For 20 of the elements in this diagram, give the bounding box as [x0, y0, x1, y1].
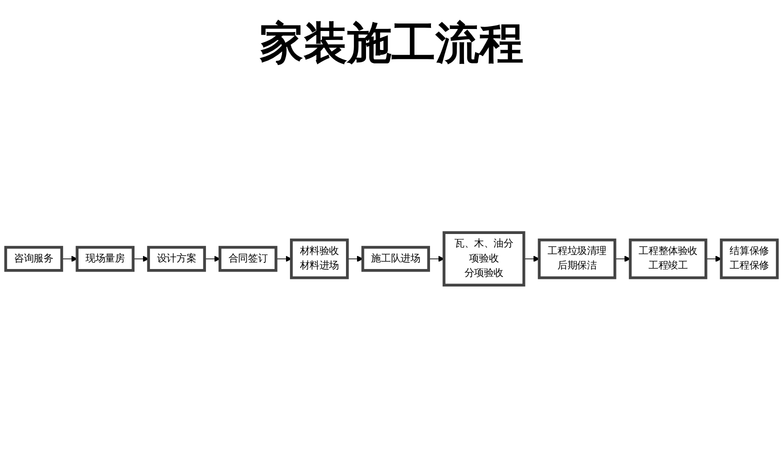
arrow — [524, 256, 540, 262]
node-box: 设计方案 — [147, 246, 206, 272]
diagram-title: 家装施工流程 — [258, 17, 524, 71]
arrow — [61, 256, 78, 262]
arrow — [614, 256, 631, 262]
arrow — [428, 256, 444, 262]
node-box: 瓦、木、油分项验收 分项验收 — [442, 231, 526, 287]
node-box: 合同签订 — [218, 246, 278, 272]
node-box: 现场量房 — [76, 246, 135, 272]
arrow — [204, 256, 220, 262]
arrow — [276, 256, 292, 262]
node-box: 材料验收 材料进场 — [290, 238, 349, 280]
arrow — [132, 256, 149, 262]
node-box: 工程垃圾清理 后期保洁 — [538, 238, 616, 280]
arrow — [706, 256, 722, 262]
node-box: 咨询服务 — [4, 246, 64, 272]
arrow — [347, 256, 364, 262]
node-box: 结算保修 工程保修 — [720, 238, 779, 280]
node-box: 施工队进场 — [361, 246, 430, 272]
node-box: 工程整体验收 工程竣工 — [628, 238, 708, 280]
